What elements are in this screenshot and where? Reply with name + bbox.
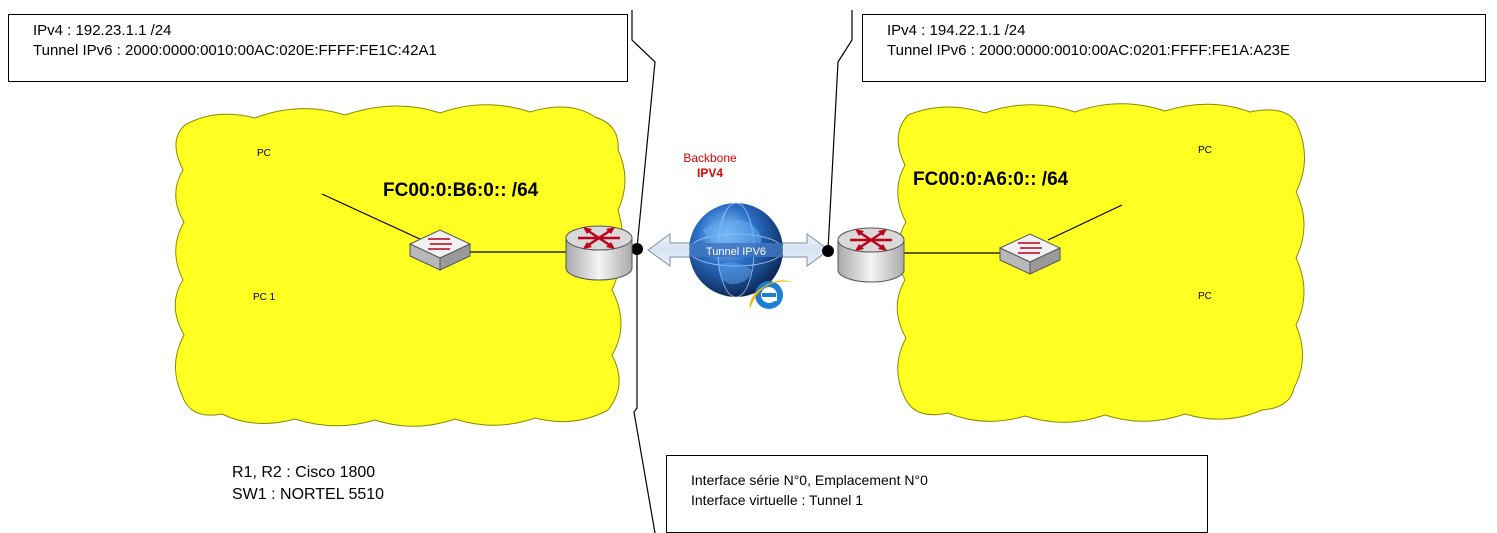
interface-dot-left bbox=[631, 243, 643, 255]
internet-explorer-icon bbox=[749, 280, 792, 309]
subnet-label-left: FC00:0:B6:0:: /64 bbox=[383, 180, 539, 201]
pc-label-left-top: PC bbox=[257, 148, 271, 159]
pc-label-right-top: PC bbox=[1198, 145, 1212, 156]
backbone-protocol: IPV4 bbox=[696, 166, 723, 180]
equipment-switch: SW1 : NORTEL 5510 bbox=[232, 486, 385, 503]
divider-left-bottom bbox=[633, 248, 656, 533]
lan-cloud-right bbox=[896, 103, 1306, 423]
divider-right-top bbox=[827, 10, 853, 251]
router-icon-left bbox=[565, 225, 633, 281]
interface-serial: Interface série N°0, Emplacement N°0 bbox=[691, 472, 928, 488]
backbone-label: Backbone IPV4 bbox=[650, 151, 770, 181]
tunnel-ipv6-label: Tunnel IPV6 bbox=[705, 246, 767, 258]
link-pc-switch-left bbox=[321, 193, 423, 241]
interface-virtual: Interface virtuelle : Tunnel 1 bbox=[691, 492, 863, 508]
tunnel-ipv6-left: Tunnel IPv6 : 2000:0000:0010:00AC:020E:F… bbox=[33, 42, 437, 59]
subnet-label-right: FC00:0:A6:0:: /64 bbox=[913, 169, 1069, 190]
ipv4-address-right: IPv4 : 194.22.1.1 /24 bbox=[887, 22, 1026, 39]
interface-dot-right bbox=[822, 245, 834, 257]
equipment-routers: R1, R2 : Cisco 1800 bbox=[232, 464, 376, 481]
switch-icon-right bbox=[998, 233, 1062, 275]
link-switch-pc-right bbox=[1047, 204, 1123, 241]
info-box-interface: Interface série N°0, Emplacement N°0 Int… bbox=[666, 455, 1208, 533]
info-box-left: IPv4 : 192.23.1.1 /24 Tunnel IPv6 : 2000… bbox=[8, 14, 628, 82]
switch-icon-left bbox=[408, 229, 472, 271]
pc-label-left-bottom: PC 1 bbox=[253, 292, 276, 303]
router-icon-right bbox=[837, 227, 905, 283]
internet-globe-icon bbox=[688, 202, 784, 298]
info-box-right: IPv4 : 194.22.1.1 /24 Tunnel IPv6 : 2000… bbox=[862, 14, 1486, 82]
pc-label-right-bottom: PC bbox=[1198, 291, 1212, 302]
backbone-title: Backbone bbox=[683, 151, 737, 165]
equipment-list: R1, R2 : Cisco 1800 SW1 : NORTEL 5510 bbox=[232, 462, 384, 506]
divider-left-top bbox=[631, 10, 656, 249]
ipv4-address-left: IPv4 : 192.23.1.1 /24 bbox=[33, 22, 172, 39]
tunnel-ipv6-right: Tunnel IPv6 : 2000:0000:0010:00AC:0201:F… bbox=[887, 42, 1291, 59]
lan-cloud-left bbox=[174, 104, 626, 427]
